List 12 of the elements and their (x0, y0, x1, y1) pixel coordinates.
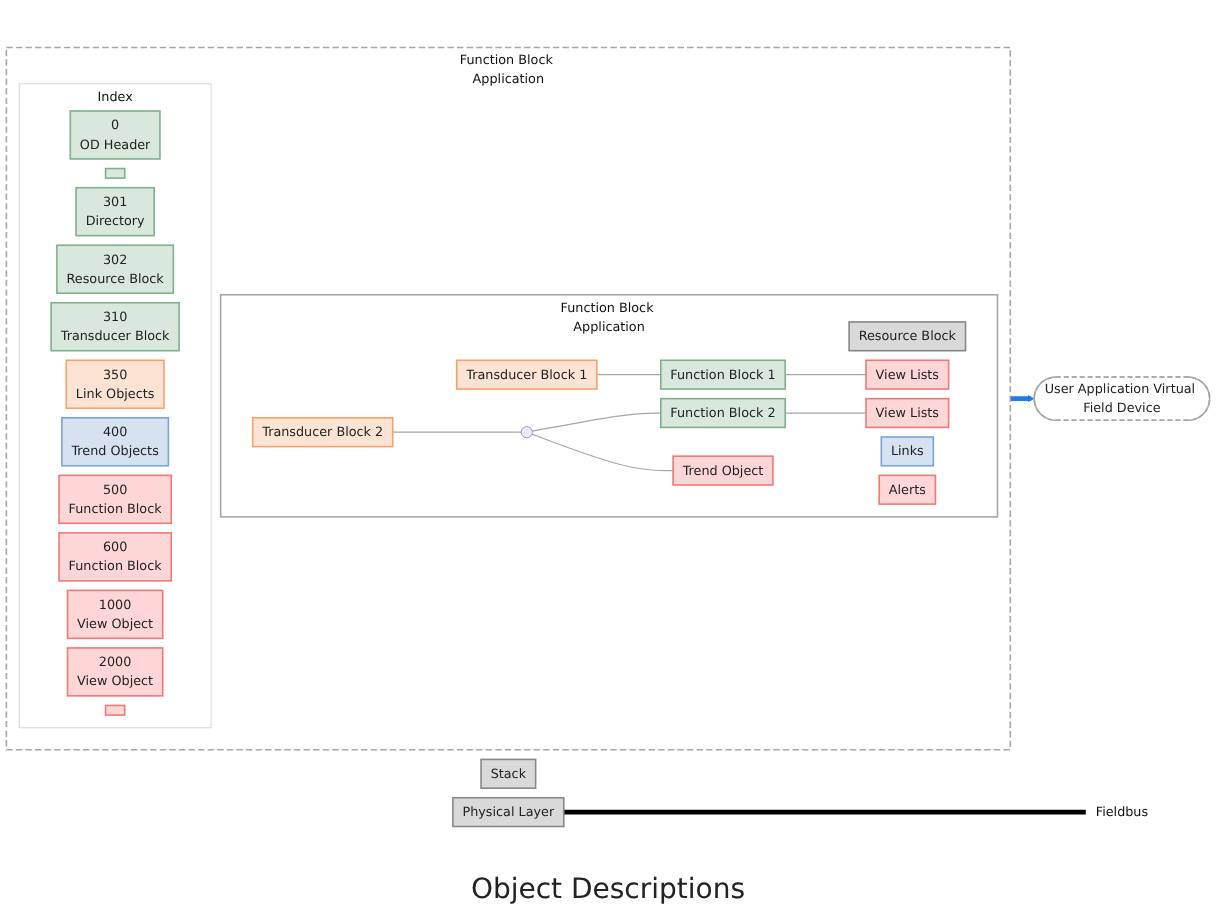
node-box (104, 167, 126, 179)
caption-text: Object Descriptions (470, 874, 746, 906)
node-circle (520, 426, 533, 439)
connector (596, 374, 662, 376)
connector (784, 412, 867, 414)
connector (563, 809, 1087, 815)
connector (531, 433, 674, 472)
connector (392, 431, 522, 433)
arrow (1009, 395, 1035, 403)
connector (784, 374, 867, 376)
connector (531, 412, 662, 432)
node-box (104, 704, 126, 716)
